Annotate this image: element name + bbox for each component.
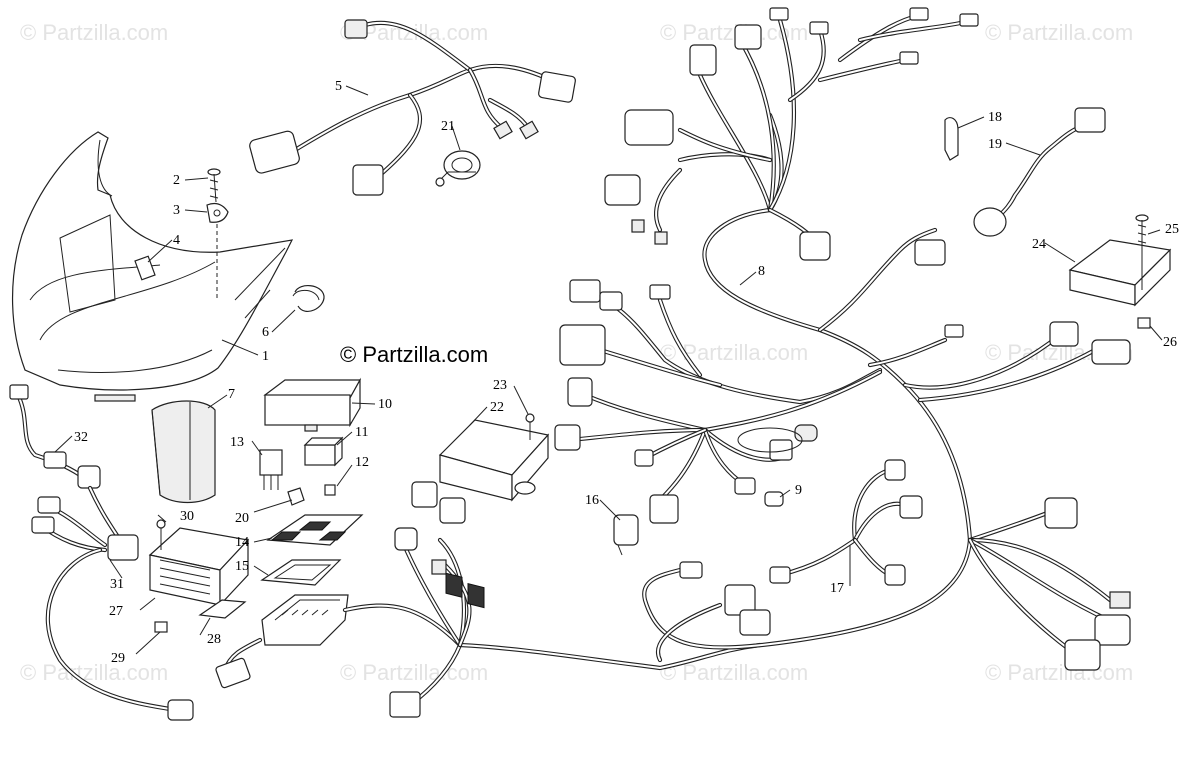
callout-28: 28 — [207, 632, 221, 647]
clip-4 — [134, 255, 156, 281]
bolt-30 — [156, 519, 166, 550]
callout-8: 8 — [758, 264, 765, 279]
headlight-housing — [12, 131, 294, 402]
callout-3: 3 — [173, 203, 180, 218]
fuse-20 — [287, 487, 305, 506]
nut-29 — [154, 621, 168, 633]
fuse-block — [261, 594, 349, 646]
harness-31 — [31, 485, 194, 721]
harness-32 — [9, 384, 101, 489]
harness-8 — [604, 7, 1131, 671]
gasket-15 — [260, 559, 342, 586]
pad-28 — [198, 599, 247, 619]
callout-17: 17 — [830, 581, 844, 596]
callout-15: 15 — [235, 559, 249, 574]
callout-32: 32 — [74, 430, 88, 445]
nut-26 — [1137, 317, 1151, 329]
callout-5: 5 — [335, 79, 342, 94]
callout-30: 30 — [180, 509, 194, 524]
callout-21: 21 — [441, 119, 455, 134]
label-14 — [266, 514, 364, 546]
callout-22: 22 — [490, 400, 504, 415]
callout-20: 20 — [235, 511, 249, 526]
callout-9: 9 — [795, 483, 802, 498]
callout-6: 6 — [262, 325, 269, 340]
callout-2: 2 — [173, 173, 180, 188]
callout-26: 26 — [1163, 335, 1177, 350]
callout-18: 18 — [988, 110, 1002, 125]
callout-19: 19 — [988, 137, 1002, 152]
callout-23: 23 — [493, 378, 507, 393]
sensor-harness-19 — [973, 107, 1106, 237]
callout-10: 10 — [378, 397, 392, 412]
clip-18 — [944, 117, 959, 161]
bolt-23 — [525, 413, 535, 440]
wrap-7 — [151, 400, 216, 504]
callout-11: 11 — [355, 425, 368, 440]
screw-2 — [207, 168, 221, 203]
callout-29: 29 — [111, 651, 125, 666]
callout-25: 25 — [1165, 222, 1179, 237]
buzzer-21 — [435, 150, 481, 187]
callout-16: 16 — [585, 493, 599, 508]
regulator-27 — [148, 527, 250, 607]
relay-11 — [303, 436, 344, 467]
callout-labels: 1 2 3 4 5 6 7 8 9 10 11 12 13 14 15 16 1… — [74, 79, 1179, 666]
band-6 — [292, 285, 325, 312]
watermark: © Partzilla.com — [20, 20, 168, 45]
fuse-12 — [324, 484, 336, 496]
watermark: © Partzilla.com — [20, 660, 168, 685]
fuse-box-10 — [263, 377, 362, 432]
callout-13: 13 — [230, 435, 244, 450]
bolt-25 — [1135, 214, 1149, 290]
watermark: © Partzilla.com — [985, 660, 1133, 685]
clamp-3 — [206, 202, 229, 298]
watermark: © Partzilla.com — [340, 660, 488, 685]
callout-14: 14 — [235, 535, 249, 550]
callout-4: 4 — [173, 233, 180, 248]
callout-1: 1 — [262, 349, 269, 364]
callout-24: 24 — [1032, 237, 1046, 252]
module-24 — [1068, 239, 1172, 307]
ecm-22 — [438, 419, 550, 609]
callout-31: 31 — [110, 577, 124, 592]
harness-5 — [249, 19, 576, 196]
leader-lines — [54, 85, 1163, 655]
callout-7: 7 — [228, 387, 235, 402]
callout-12: 12 — [355, 455, 369, 470]
connector-9 — [764, 491, 784, 507]
harness-17 — [769, 459, 923, 586]
watermark: © Partzilla.com — [985, 20, 1133, 45]
center-watermark: © Partzilla.com — [340, 342, 488, 367]
callout-27: 27 — [109, 604, 123, 619]
horn-16 — [613, 514, 639, 556]
relay-13 — [259, 449, 283, 490]
harness-middle — [554, 279, 883, 524]
